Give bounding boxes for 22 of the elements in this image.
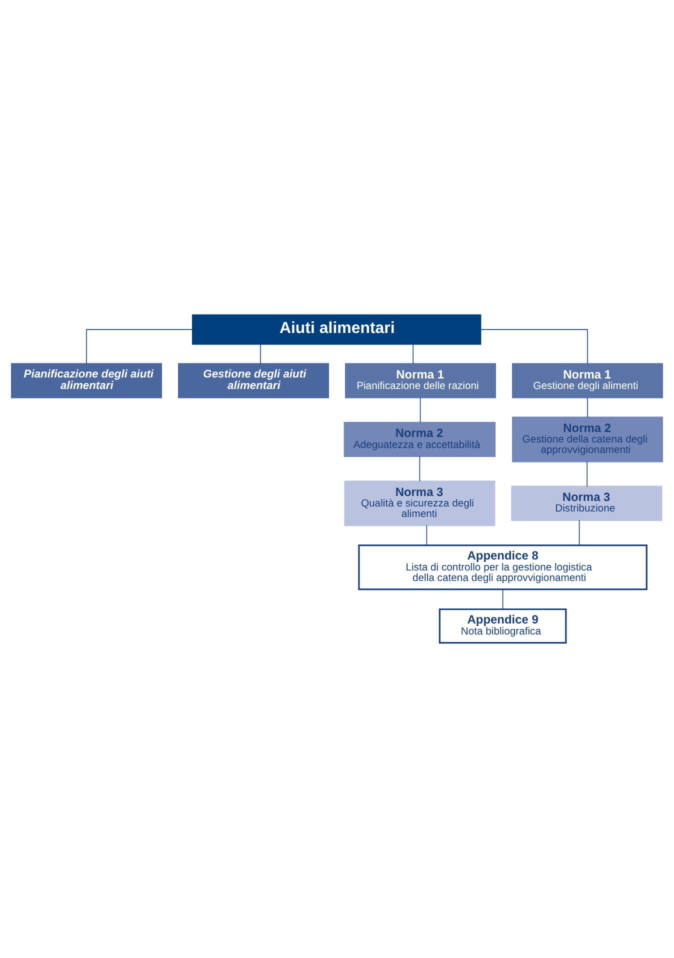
connector [260, 344, 261, 364]
connector [578, 520, 580, 546]
node-box: Norma 2 Gestione della catena degli approvvigionamenti [512, 416, 663, 462]
node-box: Norma 1 Pianificazione delle razioni [345, 363, 496, 398]
connector [420, 397, 421, 423]
node-box: Gestione degli aiuti alimentari [178, 363, 329, 398]
node-box: Norma 3 Qualità e sicurezza degli alimenti [344, 480, 496, 526]
connector [426, 524, 428, 546]
node-box: Appendice 9 Nota bibliografica [438, 608, 567, 644]
connector [419, 456, 420, 482]
node-box: Norma 1 Gestione degli alimenti [512, 363, 663, 398]
connector [480, 329, 588, 364]
connector [86, 329, 193, 364]
connector [412, 344, 414, 364]
node-box: Norma 3 Distribuzione [511, 486, 662, 521]
node-box: Aiuti alimentari [192, 314, 482, 345]
node-box: Pianificazione degli aiuti alimentari [10, 363, 162, 398]
node-box: Appendice 8 Lista di controllo per la gestione logistica della catena degli approvvigionamenti [358, 544, 648, 590]
connector [502, 589, 504, 610]
connector [586, 461, 588, 487]
connector [587, 397, 588, 418]
node-box: Norma 2 Adeguatezza e accettabilità [344, 422, 496, 458]
